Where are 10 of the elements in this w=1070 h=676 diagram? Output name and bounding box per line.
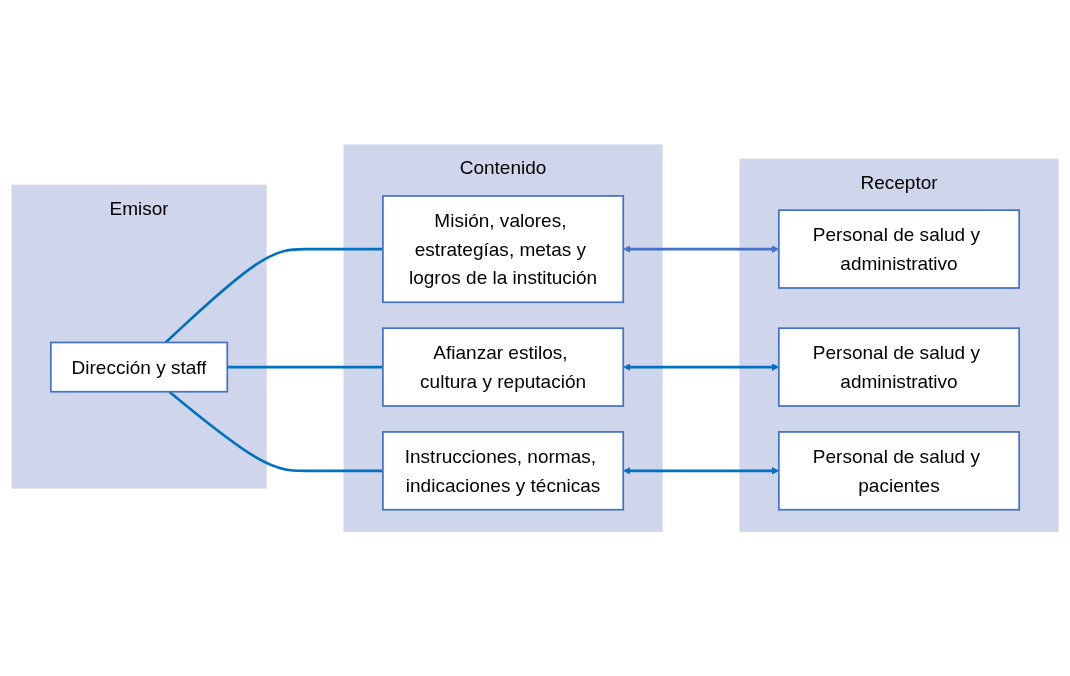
node-box: Personal de salud y administrativo (777, 327, 1021, 407)
node-box: Instrucciones, normas, indicaciones y técnicas (382, 430, 625, 511)
node-box: Misión, valores, estrategías, metas y logros de la institución (382, 194, 625, 303)
node-box: Afianzar estilos, cultura y reputación (382, 327, 625, 407)
node-box: Personal de salud y administrativo (777, 209, 1021, 289)
connector (168, 390, 383, 472)
connector (164, 247, 383, 344)
node-box: Personal de salud y pacientes (777, 430, 1021, 511)
connector (227, 365, 383, 369)
node-box: Dirección y staff (49, 341, 229, 393)
